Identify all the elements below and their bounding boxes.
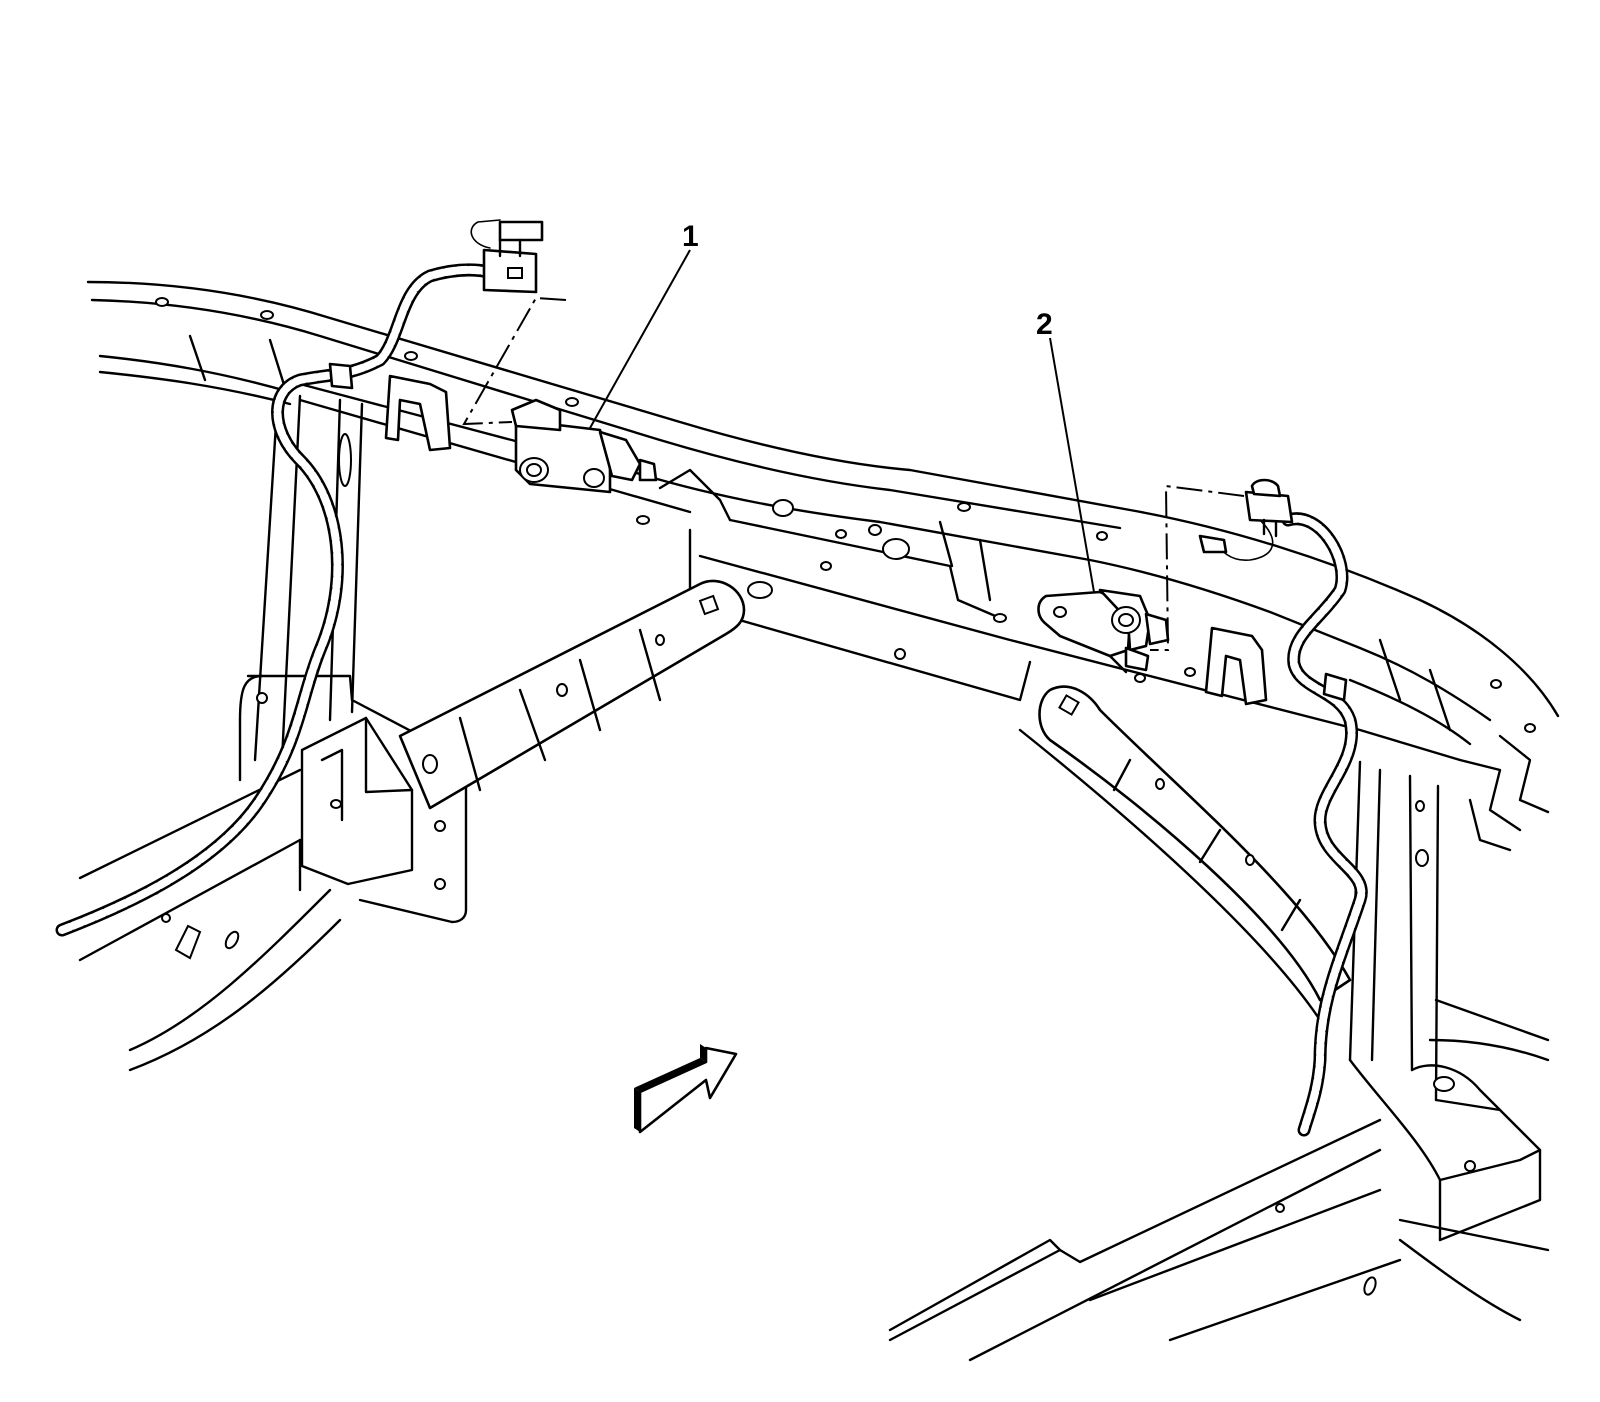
- sensor-1-alignment-line: [462, 296, 567, 426]
- callout-1: 1: [682, 220, 699, 253]
- callout-1-leader: [589, 249, 691, 429]
- diagonal-brace: [398, 579, 746, 810]
- sensor-2-alignment-line: [1150, 484, 1245, 651]
- right-wiring-harness: [1213, 512, 1368, 1137]
- upper-cross-member: [86, 280, 1560, 852]
- callout-2: 2: [1036, 308, 1053, 341]
- sensor-1: [510, 398, 658, 494]
- vehicle-front-arrow-icon: [634, 1044, 738, 1134]
- left-wiring-harness: [55, 219, 501, 937]
- left-harness-connector: [482, 220, 544, 294]
- callout-2-leader: [1049, 337, 1095, 593]
- right-frame-structure: [888, 760, 1550, 1362]
- right-harness-connector: [1198, 478, 1294, 554]
- right-harness-clip: [1204, 626, 1348, 706]
- left-harness-clip: [328, 362, 452, 452]
- sensor-2: [1037, 588, 1170, 674]
- right-curved-brace: [1018, 685, 1352, 1022]
